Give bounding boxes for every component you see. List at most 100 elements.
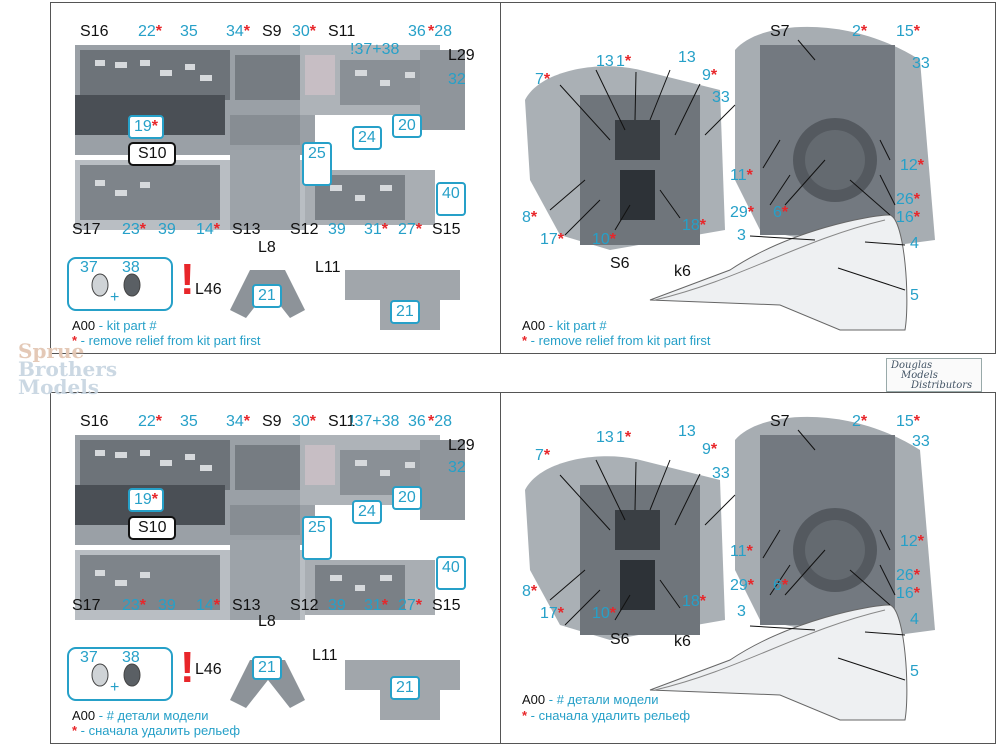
callout-box-21-a: 21 [252,284,282,308]
label-s16: S16 [80,413,109,430]
callout-box-25: 25 [302,516,332,560]
panel-illustration-bottom [524,416,936,721]
callout-17: 17* [540,605,565,622]
callout-18: 18* [682,217,707,234]
callout-13-b: 13 [678,49,696,66]
callout-6: 6* [773,577,789,594]
combo-plus: + [110,289,120,306]
callout-31: 31* [364,597,389,614]
callout-16: 16* [896,585,921,602]
douglas-models-logo: Douglas Models Distributors [886,358,982,392]
label-l8: L8 [258,613,276,630]
callout-26: 26* [896,567,921,584]
callout-9: 9* [702,441,718,458]
callout-33-a: 33 [712,465,730,482]
callout-13-a: 13 [596,53,614,70]
callout-13-b: 13 [678,423,696,440]
callout-39-a: 39 [158,597,176,614]
callout-7: 7* [535,447,551,464]
label-s13: S13 [232,221,261,238]
combo-plus: + [110,679,120,696]
label-s9: S9 [262,413,282,430]
label-s17: S17 [72,221,101,238]
callout-4: 4 [910,235,919,252]
label-s6: S6 [610,631,630,648]
callout-2: 2* [852,413,868,430]
callout-4: 4 [910,611,919,628]
callout-6: 6* [773,204,789,221]
callout-16: 16* [896,209,921,226]
callout-13-a: 13 [596,429,614,446]
label-s15: S15 [432,597,461,614]
label-s9: S9 [262,23,282,40]
label-s7: S7 [770,413,790,430]
callout-35: 35 [180,413,198,430]
label-l46: L46 [195,281,222,298]
callout-box-20: 20 [392,114,422,138]
label-s16: S16 [80,23,109,40]
callout-33-a: 33 [712,89,730,106]
combo-38: 38 [122,649,140,666]
callout-32: 32 [448,459,466,476]
callout-31: 31* [364,221,389,238]
callout-37-38: !37+38 [350,41,400,58]
callout-12: 12* [900,533,925,550]
combo-37: 37 [80,649,98,666]
label-s11: S11 [328,413,356,430]
legend-remove-relief-br: * - сначала удалить рельеф [522,708,691,723]
label-s7: S7 [770,23,790,40]
callout-28: *28 [428,413,453,430]
label-l29: L29 [448,47,475,64]
callout-29: 29* [730,577,755,594]
label-k6: k6 [674,633,691,650]
callout-10: 10* [592,231,617,248]
label-s12: S12 [290,597,319,614]
callout-3: 3 [737,603,746,620]
label-l8: L8 [258,239,276,256]
callout-35: 35 [180,23,198,40]
callout-box-21-b: 21 [390,676,420,700]
sprue-brothers-watermark: Sprue Brothers Models [18,339,118,399]
callout-8: 8* [522,209,538,226]
combo-37: 37 [80,259,98,276]
callout-33-b: 33 [912,433,930,450]
label-s15: S15 [432,221,461,238]
callout-18: 18* [682,593,707,610]
callout-5: 5 [910,287,919,304]
callout-5: 5 [910,663,919,680]
callout-box-20: 20 [392,486,422,510]
callout-12: 12* [900,157,925,174]
legend-kit-part-bl: A00 - # детали модели [72,708,209,723]
callout-22: 22* [138,23,163,40]
legend-kit-part-tr: A00 - kit part # [522,318,607,333]
callout-3: 3 [737,227,746,244]
callout-34: 34* [226,23,251,40]
legend-remove-relief-bl: * - сначала удалить рельеф [72,723,241,738]
callout-box-19: 19* [128,115,165,139]
callout-box-21-a: 21 [252,656,282,680]
callout-1: 1* [616,429,632,446]
callout-2: 2* [852,23,868,40]
label-s12: S12 [290,221,319,238]
legend-remove-relief-tl: * - remove relief from kit part first [72,333,261,348]
callout-28: *28 [428,23,453,40]
callout-14: 14* [196,597,221,614]
legend-remove-relief-tr: * - remove relief from kit part first [522,333,711,348]
warning-exclamation: ! [180,643,195,692]
callout-37-38: !37+38 [350,413,400,430]
legend-kit-part-tl: A00 - kit part # [72,318,157,333]
label-box-s10: S10 [128,142,177,166]
callout-box-21-b: 21 [390,300,420,324]
callout-39-b: 39 [328,597,346,614]
label-s11: S11 [328,23,356,40]
label-l11: L11 [315,259,341,276]
label-l29: L29 [448,437,475,454]
callout-33-b: 33 [912,55,930,72]
callout-36: 36 [408,413,426,430]
callout-29: 29* [730,204,755,221]
callout-27: 27* [398,221,423,238]
callout-11: 11* [730,167,753,184]
callout-box-24: 24 [352,500,382,524]
label-l46: L46 [195,661,222,678]
